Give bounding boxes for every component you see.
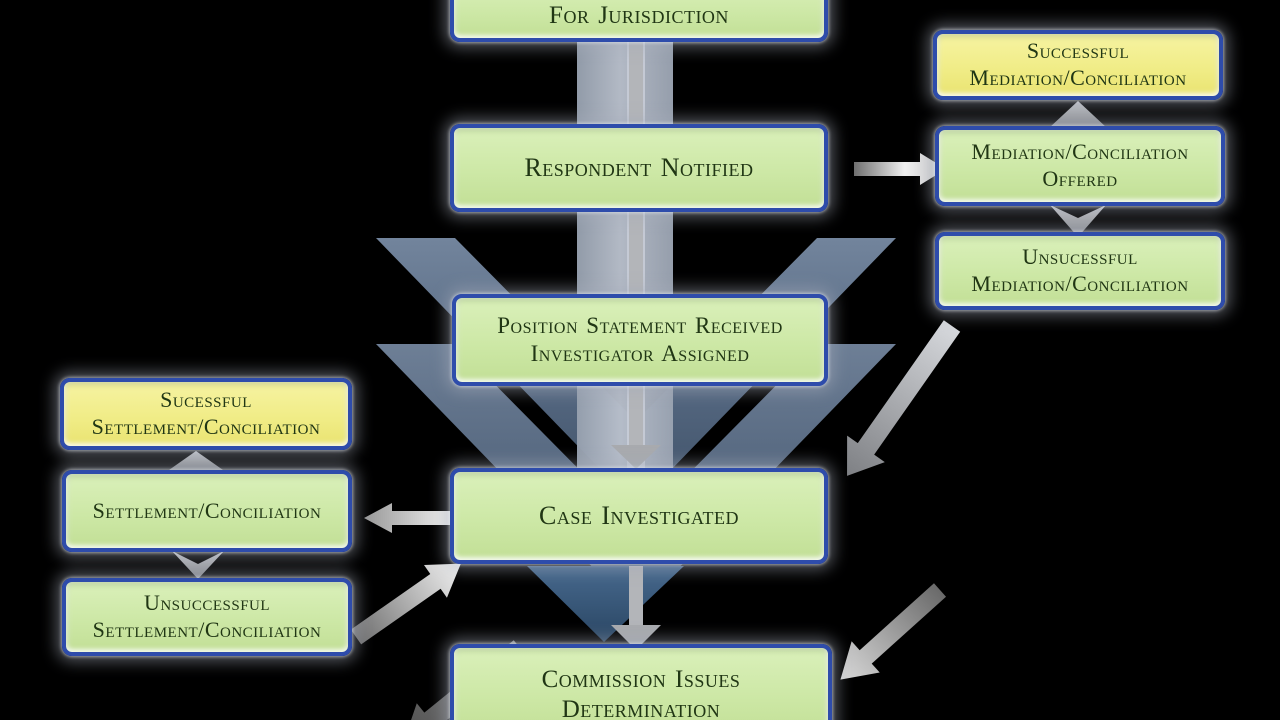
- arrow-case-to-settlement: [364, 503, 452, 533]
- node-mediation-offered: Mediation/Conciliation Offered: [935, 126, 1225, 206]
- node-successful-settlement: Sucessful Settlement/Conciliation: [60, 378, 352, 450]
- center-line-arrowhead-upper: [611, 445, 661, 469]
- node-label: Unsucessful: [1022, 244, 1138, 270]
- arrow-down-unsuccessful-mediation: [1050, 205, 1106, 237]
- node-label: Mediation/Conciliation: [971, 271, 1189, 296]
- arrow-unsuccessful-settlement-to-case: [350, 563, 461, 645]
- node-label: Respondent Notified: [524, 153, 754, 183]
- arrow-respondent-to-mediation: [854, 153, 946, 185]
- node-for-jurisdiction: For Jurisdiction: [450, 0, 828, 42]
- node-unsuccessful-settlement: Unsuccessful Settlement/Conciliation: [62, 578, 352, 656]
- arrow-up-successful-settlement: [169, 451, 223, 470]
- node-label: Settlement/Conciliation: [92, 617, 322, 642]
- node-label: Settlement/Conciliation: [92, 497, 322, 523]
- node-label: Investigator Assigned: [530, 341, 750, 366]
- center-line-arrowhead-lower: [611, 625, 661, 650]
- node-label: Mediation/Conciliation: [969, 65, 1187, 90]
- node-successful-mediation: Successful Mediation/Conciliation: [933, 30, 1223, 100]
- node-settlement-conciliation: Settlement/Conciliation: [62, 470, 352, 552]
- node-label: Sucessful: [160, 387, 252, 413]
- node-label: For Jurisdiction: [549, 1, 729, 29]
- node-label: Offered: [1042, 166, 1118, 191]
- node-label: Case Investigated: [539, 501, 739, 531]
- node-position-statement: Position Statement Received Investigator…: [452, 294, 828, 386]
- arrow-unsuccessful-mediation-to-case: [847, 320, 961, 476]
- node-respondent-notified: Respondent Notified: [450, 124, 828, 212]
- node-label: Position Statement Received: [497, 312, 783, 338]
- arrow-down-unsuccessful-settlement: [172, 551, 224, 579]
- big-arrow-tip: [527, 566, 684, 642]
- node-label: Successful: [1026, 38, 1130, 64]
- node-case-investigated: Case Investigated: [450, 468, 828, 564]
- node-label: Unsuccessful: [143, 590, 271, 616]
- node-commission-determination: Commission Issues Determination: [450, 644, 832, 720]
- node-label: Mediation/Conciliation: [971, 139, 1189, 165]
- node-label: Settlement/Conciliation: [91, 414, 321, 439]
- node-label: Determination: [561, 696, 721, 720]
- arrow-commission-lower-right: [840, 583, 947, 680]
- node-unsuccessful-mediation: Unsucessful Mediation/Conciliation: [935, 232, 1225, 310]
- node-label: Commission Issues: [541, 665, 741, 693]
- center-line-lower: [629, 566, 643, 626]
- arrow-up-successful-mediation: [1049, 101, 1107, 128]
- big-chevron-arrow-lower: [376, 344, 896, 612]
